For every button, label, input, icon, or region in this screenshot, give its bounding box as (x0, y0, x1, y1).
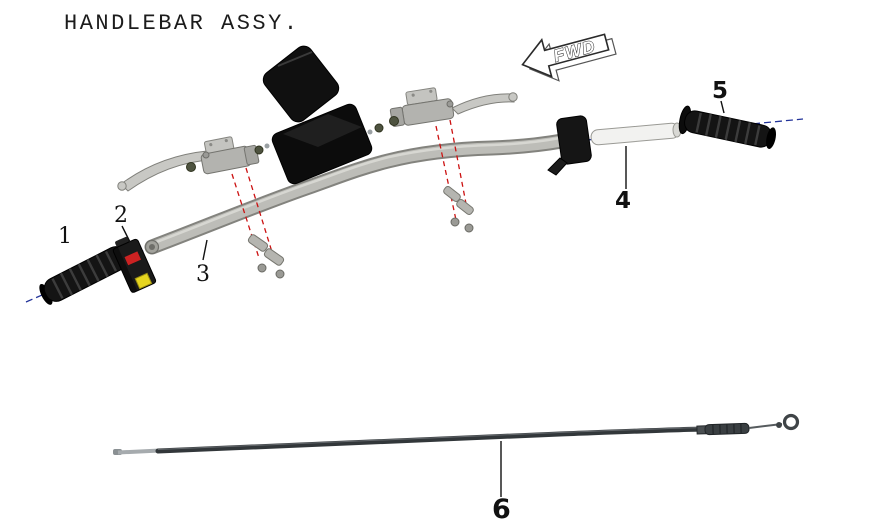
fwd-arrow-extrusion (528, 37, 617, 82)
right-lever-ball-end (508, 92, 518, 102)
switch-yellow-button (134, 272, 153, 290)
clamp-half-left-a (247, 234, 269, 252)
cable-barrel (776, 422, 782, 428)
guide-right-lever-b (449, 119, 469, 215)
switch-red-button (124, 251, 142, 266)
fwd-label: FWD (551, 36, 598, 66)
right-reservoir-screw-b (429, 89, 433, 93)
leader-5 (720, 100, 725, 114)
page-title: HANDLEBAR ASSY. (64, 11, 300, 36)
part-label-2: 2 (114, 203, 128, 228)
throttle-tube-body (590, 122, 680, 146)
right-grip (678, 105, 776, 149)
left-fitting-a (186, 162, 196, 172)
fwd-arrow: FWD (521, 33, 617, 82)
right-fitting-bolt (367, 129, 373, 135)
left-grip-ribs (51, 250, 118, 299)
leader-2 (121, 225, 131, 243)
right-reservoir-screw-a (411, 93, 415, 97)
throttle-clamp-tab (547, 157, 568, 176)
switch-assembly (112, 236, 157, 294)
guide-right-lever-a (435, 125, 457, 221)
label-leader-lines (121, 100, 725, 497)
pad-upper-highlight (277, 51, 313, 67)
throttle-clamp (547, 115, 592, 176)
part-label-3: 3 (196, 262, 210, 287)
throttle-cable (113, 413, 800, 455)
right-grip-end-cap (766, 127, 776, 149)
right-pivot-screw (446, 100, 454, 108)
left-reservoir-screw-a (209, 143, 213, 147)
cable-outer-housing (155, 426, 711, 454)
right-grip-ribs (695, 112, 761, 146)
part-label-1: 1 (58, 224, 72, 249)
leader-3 (202, 239, 208, 261)
left-brake-lever (117, 136, 270, 192)
left-lever-blade (120, 150, 211, 192)
pad-lower (271, 103, 373, 185)
bolt-right-a (450, 217, 460, 227)
right-brake-lever (367, 87, 518, 135)
left-pivot-screw (202, 151, 210, 159)
bolt-left-a (257, 263, 267, 273)
left-lever-ball-end (117, 181, 127, 191)
handlebar-tube-highlight (152, 136, 562, 245)
handlebar-tube-body (146, 135, 568, 253)
left-fitting-b (254, 145, 264, 155)
switch-housing-shade (112, 246, 138, 294)
clamp-half-left-b (263, 248, 285, 266)
fwd-arrow-outline (521, 33, 610, 78)
clamp-half-right-b (456, 199, 474, 215)
clamp-bolts-right (443, 186, 474, 233)
part-label-4: 4 (615, 188, 631, 214)
cable-adjuster (696, 422, 750, 436)
right-fitting-a (389, 116, 399, 126)
cable-eyelet (782, 413, 800, 431)
part-label-6: 6 (492, 494, 511, 525)
left-fitting-bolt (264, 143, 270, 149)
right-fitting-b (374, 123, 384, 133)
guide-left-lever-b (245, 167, 273, 253)
handlebar-tube (144, 133, 570, 255)
part-label-5: 5 (712, 78, 728, 104)
throttle-clamp-body (556, 115, 592, 165)
handlebar-left-end-bore (149, 244, 155, 250)
bolt-left-b (275, 269, 285, 279)
left-reservoir-screw-b (224, 138, 228, 143)
pad-lower-top-face (283, 114, 362, 147)
cable-highlight (157, 427, 709, 450)
clamp-bolts-left (247, 234, 285, 279)
pad-upper (262, 45, 340, 123)
cable-left-ferrule (117, 448, 161, 455)
throttle-tube (590, 122, 682, 146)
right-lever-blade (451, 93, 515, 115)
bolt-right-b (464, 223, 474, 233)
